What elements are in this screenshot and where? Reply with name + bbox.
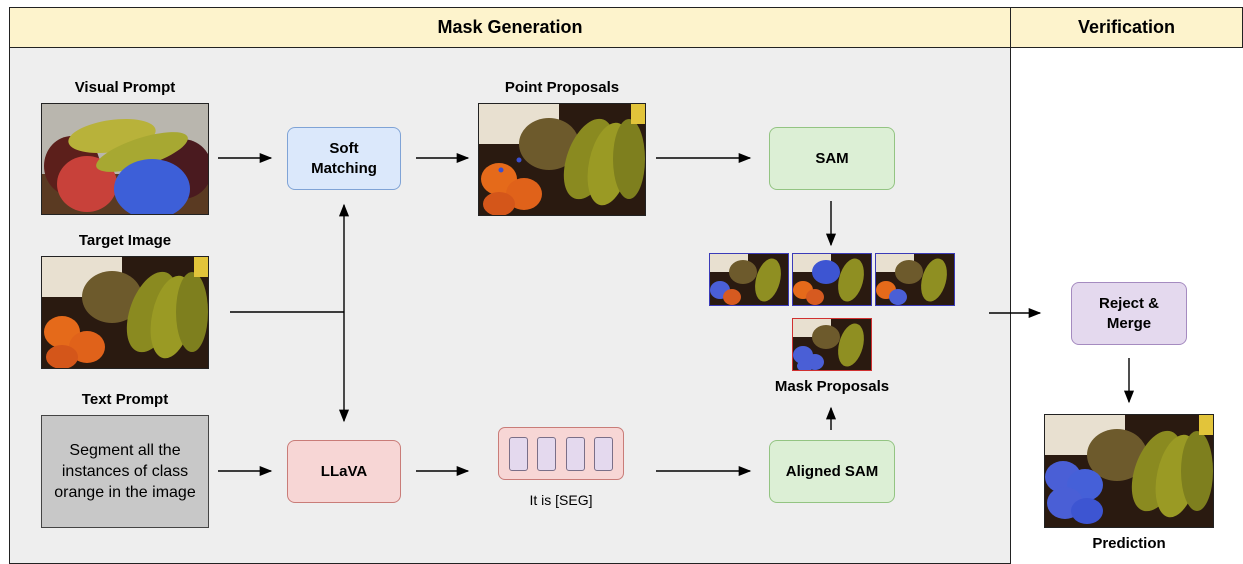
mask-proposals-label: Mask Proposals <box>774 378 890 395</box>
point-proposals-image <box>478 103 646 216</box>
seg-token <box>508 436 528 471</box>
target-image-label: Target Image <box>78 232 172 249</box>
seg-token <box>594 436 614 471</box>
text-prompt-box: Segment all the instances of class orang… <box>41 415 209 528</box>
reject-merge-line: Reject & <box>1098 294 1160 312</box>
seg-token-block <box>498 427 624 480</box>
sam-box: SAM <box>769 127 895 190</box>
mask-generation-header: Mask Generation <box>9 7 1011 48</box>
mask-generation-title: Mask Generation <box>437 17 583 37</box>
seg-token <box>537 436 557 471</box>
mask-proposal-thumb <box>792 253 872 306</box>
aligned-sam-label: Aligned SAM <box>785 462 879 480</box>
seg-token <box>565 436 585 471</box>
reject-merge-line: Merge <box>1106 314 1152 332</box>
seg-caption: It is [SEG] <box>529 492 593 508</box>
mask-proposal-thumb-aligned <box>792 318 872 371</box>
text-prompt-line: instances of class <box>61 463 189 480</box>
visual-prompt-label: Visual Prompt <box>74 79 176 96</box>
mask-proposal-thumb <box>709 253 789 306</box>
prediction-image <box>1044 414 1214 528</box>
mask-proposal-thumb <box>875 253 955 306</box>
prediction-label: Prediction <box>1092 535 1166 552</box>
text-prompt-line: orange in the image <box>54 484 196 501</box>
point-proposals-label: Point Proposals <box>504 79 620 96</box>
soft-matching-line: Soft <box>329 139 359 157</box>
text-prompt-label: Text Prompt <box>81 391 169 408</box>
llava-label: LLaVA <box>320 462 368 480</box>
reject-merge-box: Reject & Merge <box>1071 282 1187 345</box>
aligned-sam-box: Aligned SAM <box>769 440 895 503</box>
text-prompt-line: Segment all the <box>69 442 181 459</box>
verification-header: Verification <box>1010 7 1243 48</box>
sam-label: SAM <box>815 149 849 167</box>
llava-box: LLaVA <box>287 440 401 503</box>
visual-prompt-image <box>41 103 209 215</box>
soft-matching-line: Matching <box>311 159 377 177</box>
verification-title: Verification <box>1077 17 1176 37</box>
soft-matching-box: Soft Matching <box>287 127 401 190</box>
target-image <box>41 256 209 369</box>
